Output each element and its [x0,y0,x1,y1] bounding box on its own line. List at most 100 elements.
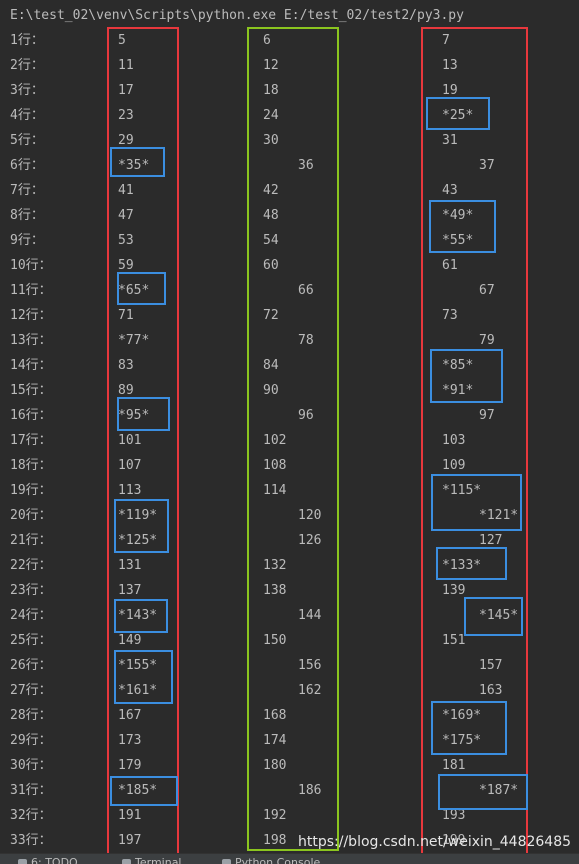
column-1-value: *35* [118,157,149,175]
row-label: 2行： [10,57,44,75]
column-3-value: 31 [442,132,458,150]
row-label: 3行： [10,82,44,100]
column-1-value: *185* [118,782,157,800]
column-1-value: 131 [118,557,141,575]
column-1-value: 167 [118,707,141,725]
column-3-value: *169* [442,707,481,725]
column-3-value: *85* [442,357,473,375]
row-label: 1行： [10,32,44,50]
column-1-value: 23 [118,107,134,125]
column-2-value: 78 [298,332,314,350]
column-2-value: 138 [263,582,286,600]
column-2-value: 162 [298,682,321,700]
row-label: 29行： [10,732,52,750]
column-1-value: 191 [118,807,141,825]
column-2-value: 84 [263,357,279,375]
column-1-value: 173 [118,732,141,750]
row-label: 16行： [10,407,52,425]
row-label: 26行： [10,657,52,675]
column-3-value: 61 [442,257,458,275]
output-row: 24行：*143*144*145* [0,607,579,632]
column-2-value: 72 [263,307,279,325]
column-3-value: 67 [479,282,495,300]
python-console-icon [222,859,231,864]
column-3-value: 103 [442,432,465,450]
column-3-value: 19 [442,82,458,100]
output-row: 20行：*119*120*121* [0,507,579,532]
column-3-value: 73 [442,307,458,325]
column-3-value: 43 [442,182,458,200]
column-1-value: 29 [118,132,134,150]
column-3-value: 109 [442,457,465,475]
column-2-value: 132 [263,557,286,575]
column-2-value: 114 [263,482,286,500]
column-1-value: *65* [118,282,149,300]
column-1-value: 59 [118,257,134,275]
row-label: 12行： [10,307,52,325]
column-2-value: 198 [263,832,286,850]
column-1-value: *95* [118,407,149,425]
column-1-value: 107 [118,457,141,475]
row-label: 6行： [10,157,44,175]
column-3-value: *145* [479,607,518,625]
row-label: 5行： [10,132,44,150]
column-1-value: 149 [118,632,141,650]
row-label: 11行： [10,282,52,300]
column-1-value: 101 [118,432,141,450]
column-3-value: 37 [479,157,495,175]
column-3-value: 163 [479,682,502,700]
column-1-value: 137 [118,582,141,600]
output-row: 6行： *35* 36 37 [0,157,579,182]
column-2-value: 174 [263,732,286,750]
column-3-value: 139 [442,582,465,600]
row-label: 21行： [10,532,52,550]
row-label: 24行： [10,607,52,625]
column-3-value: *175* [442,732,481,750]
row-label: 10行： [10,257,52,275]
row-label: 23行： [10,582,52,600]
row-label: 4行： [10,107,44,125]
column-2-value: 126 [298,532,321,550]
row-label: 32行： [10,807,52,825]
output-row: 31行：*185*186*187* [0,782,579,807]
row-label: 25行： [10,632,52,650]
column-3-value: 7 [442,32,450,50]
column-2-value: 90 [263,382,279,400]
column-1-value: *155* [118,657,157,675]
column-3-value: 151 [442,632,465,650]
column-3-value: *187* [479,782,518,800]
row-label: 19行： [10,482,52,500]
column-1-value: *125* [118,532,157,550]
column-2-value: 54 [263,232,279,250]
row-label: 15行： [10,382,52,400]
column-1-value: 11 [118,57,134,75]
row-label: 22行： [10,557,52,575]
column-2-value: 6 [263,32,271,50]
column-3-value: *115* [442,482,481,500]
column-3-value: *133* [442,557,481,575]
column-2-value: 150 [263,632,286,650]
column-2-value: 12 [263,57,279,75]
column-1-value: 197 [118,832,141,850]
column-2-value: 180 [263,757,286,775]
column-2-value: 36 [298,157,314,175]
todo-icon [18,859,27,864]
row-label: 7行： [10,182,44,200]
column-3-value: 97 [479,407,495,425]
